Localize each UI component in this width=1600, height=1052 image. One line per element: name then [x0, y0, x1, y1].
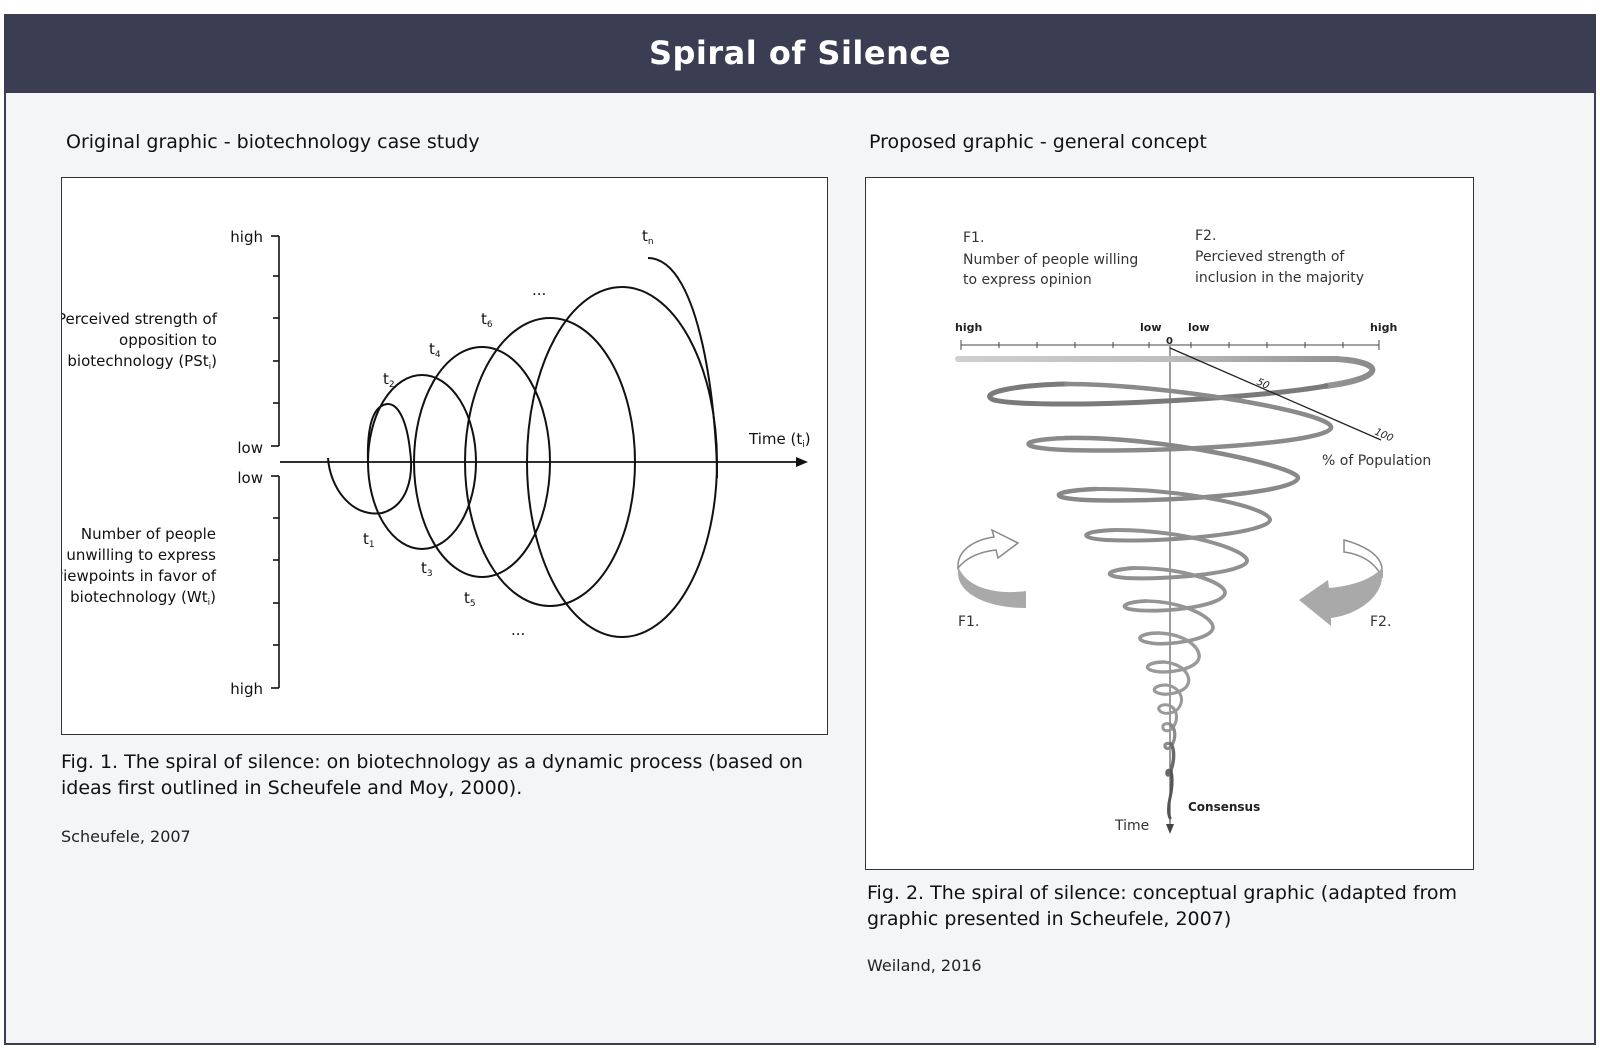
scale-zero: 0 — [1166, 336, 1173, 347]
lower-axis-label-1: Number of people — [81, 525, 216, 543]
t2-label: t2 — [383, 370, 395, 390]
ellipsis-top: ... — [532, 281, 546, 299]
top-low-label: low — [237, 439, 263, 457]
f1-arrow — [957, 528, 1026, 608]
bottom-high-label: high — [230, 680, 263, 698]
f1-code: F1. — [963, 230, 984, 246]
scale-right-low: low — [1188, 321, 1210, 334]
bottom-low-label: low — [237, 469, 263, 487]
f2-code: F2. — [1195, 228, 1216, 244]
spiral-loops — [327, 257, 718, 638]
scale-left-low: low — [1140, 321, 1162, 334]
lower-axis-label-3: viewpoints in favor of — [62, 567, 217, 585]
top-high-label: high — [230, 228, 263, 246]
f2-text-1: Percieved strength of — [1195, 249, 1345, 265]
proposed-spiral-diagram: F1. Number of people willing to express … — [955, 228, 1431, 834]
concept-spiral — [955, 356, 1376, 820]
right-caption: Fig. 2. The spiral of silence: conceptua… — [867, 882, 1458, 930]
title-bar: Spiral of Silence — [6, 16, 1594, 93]
slide-title: Spiral of Silence — [648, 34, 952, 72]
t1-label: t1 — [363, 530, 375, 550]
original-spiral-diagram: high low low high Perceived strength of … — [54, 227, 811, 698]
lower-axis-label-2: unwilling to express — [66, 546, 216, 564]
upper-axis-label-3: biotechnology (PSti) — [67, 352, 217, 372]
f1-arrow-label: F1. — [958, 614, 979, 630]
f1-text-1: Number of people willing — [963, 252, 1138, 268]
right-heading: Proposed graphic - general concept — [869, 131, 1207, 153]
t6-label: t6 — [481, 310, 493, 330]
consensus-label: Consensus — [1188, 800, 1260, 814]
time-axis-label: Time (ti) — [748, 430, 811, 450]
left-caption: Fig. 1. The spiral of silence: on biotec… — [61, 751, 803, 799]
original-graphic-panel: high low low high Perceived strength of … — [54, 177, 828, 735]
time-label: Time — [1114, 818, 1149, 834]
population-label: % of Population — [1322, 453, 1431, 469]
tn-label: tn — [642, 227, 654, 247]
f2-arrow — [1299, 539, 1383, 626]
proposed-graphic-panel: F1. Number of people willing to express … — [865, 177, 1474, 870]
scale-left-high: high — [955, 321, 982, 334]
right-credit: Weiland, 2016 — [867, 956, 982, 975]
ellipsis-bottom: ... — [511, 621, 525, 639]
scale-right-high: high — [1370, 321, 1397, 334]
left-credit: Scheufele, 2007 — [61, 827, 191, 846]
t5-label: t5 — [464, 589, 476, 609]
lower-axis-label-4: biotechnology (Wti) — [70, 588, 216, 608]
scale-fifty: 50 — [1255, 377, 1271, 392]
t3-label: t3 — [421, 559, 433, 579]
left-heading: Original graphic - biotechnology case st… — [66, 131, 480, 153]
f1-text-2: to express opinion — [963, 272, 1092, 288]
upper-axis-label-2: opposition to — [119, 331, 217, 349]
f2-arrow-label: F2. — [1370, 614, 1391, 630]
f2-text-2: inclusion in the majority — [1195, 270, 1364, 286]
t4-label: t4 — [429, 340, 441, 360]
scale-hundred: 100 — [1373, 427, 1395, 445]
upper-axis-label-1: Perceived strength of — [62, 310, 218, 328]
